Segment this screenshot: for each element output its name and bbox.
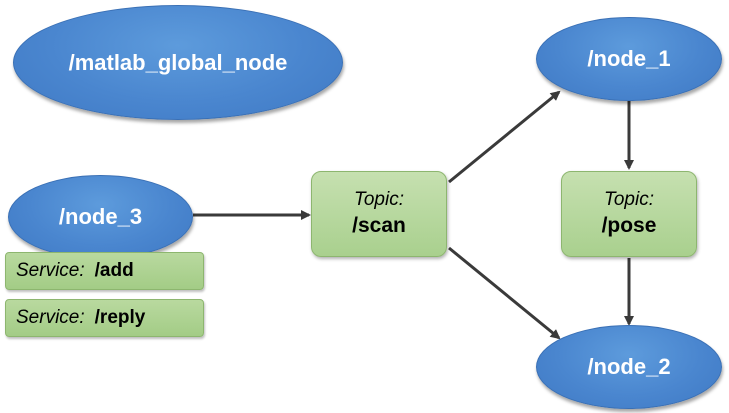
service-add-name: /add	[94, 260, 134, 281]
node-1: /node_1	[536, 17, 722, 101]
topic-scan: Topic: /scan	[311, 171, 447, 257]
topic-pose: Topic: /pose	[561, 171, 697, 257]
service-reply-kind: Service:	[16, 307, 85, 328]
edge-scan-to-node2	[448, 246, 561, 340]
topic-scan-kind: Topic:	[354, 189, 404, 210]
service-reply-name: /reply	[94, 307, 146, 328]
edge-scan-to-node1	[448, 90, 561, 184]
node-2: /node_2	[536, 325, 722, 409]
topic-scan-name: /scan	[352, 214, 406, 237]
service-add: Service: /add	[5, 252, 204, 290]
service-add-kind: Service:	[16, 260, 85, 281]
topic-pose-name: /pose	[601, 214, 657, 237]
node-matlab-global-label: /matlab_global_node	[68, 49, 288, 75]
node-2-label: /node_2	[587, 354, 671, 379]
node-1-label: /node_1	[587, 46, 671, 71]
node-3-label: /node_3	[58, 204, 143, 229]
node-matlab-global: /matlab_global_node	[13, 5, 343, 120]
node-3: /node_3	[8, 175, 193, 259]
topic-pose-kind: Topic:	[604, 189, 654, 210]
service-reply: Service: /reply	[5, 299, 204, 337]
